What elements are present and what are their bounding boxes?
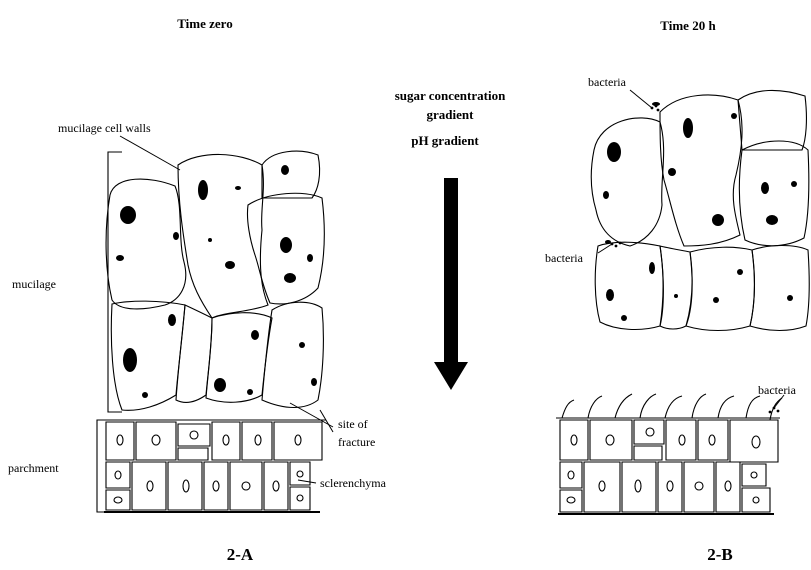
lower-parchment <box>556 418 780 514</box>
lower-fibrils <box>562 394 782 420</box>
label-bacteria-top: bacteria <box>588 75 627 89</box>
parchment-top-row <box>104 420 326 460</box>
panel-id-2b: 2-B <box>707 545 733 564</box>
pointer-fracture-a <box>290 403 333 427</box>
bacteria-dots <box>611 105 780 414</box>
panel-2a <box>97 136 333 512</box>
label-gradient: gradient <box>427 107 475 122</box>
label-mucilage-cell-walls: mucilage cell walls <box>58 121 151 135</box>
parchment-bracket <box>97 420 104 512</box>
upper-cells <box>591 90 809 330</box>
pointer-bacteria-top <box>630 90 652 108</box>
title-time-zero: Time zero <box>177 16 232 31</box>
label-sclerenchyma: sclerenchyma <box>320 476 387 490</box>
label-fracture: fracture <box>338 435 375 449</box>
panel-id-2a: 2-A <box>227 545 254 564</box>
panel-2b <box>556 90 809 514</box>
label-bacteria-mid: bacteria <box>545 251 584 265</box>
label-sugar-concentration: sugar concentration <box>395 88 506 103</box>
label-mucilage: mucilage <box>12 277 56 291</box>
label-ph-gradient: pH gradient <box>411 133 479 148</box>
label-site-of: site of <box>338 417 368 431</box>
label-bacteria-low: bacteria <box>758 383 797 397</box>
gradient-arrow-icon <box>434 178 468 390</box>
mucilage-inclusions <box>116 165 317 398</box>
pointer-cell-walls <box>120 136 180 170</box>
title-time-20h: Time 20 h <box>660 18 716 33</box>
upper-inclusions <box>603 102 797 321</box>
parchment-bottom-rows <box>104 462 320 512</box>
parchment-nuclei <box>114 431 303 503</box>
pointer-sclerenchyma <box>298 480 316 483</box>
mucilage-bracket <box>108 152 122 412</box>
label-parchment: parchment <box>8 461 59 475</box>
